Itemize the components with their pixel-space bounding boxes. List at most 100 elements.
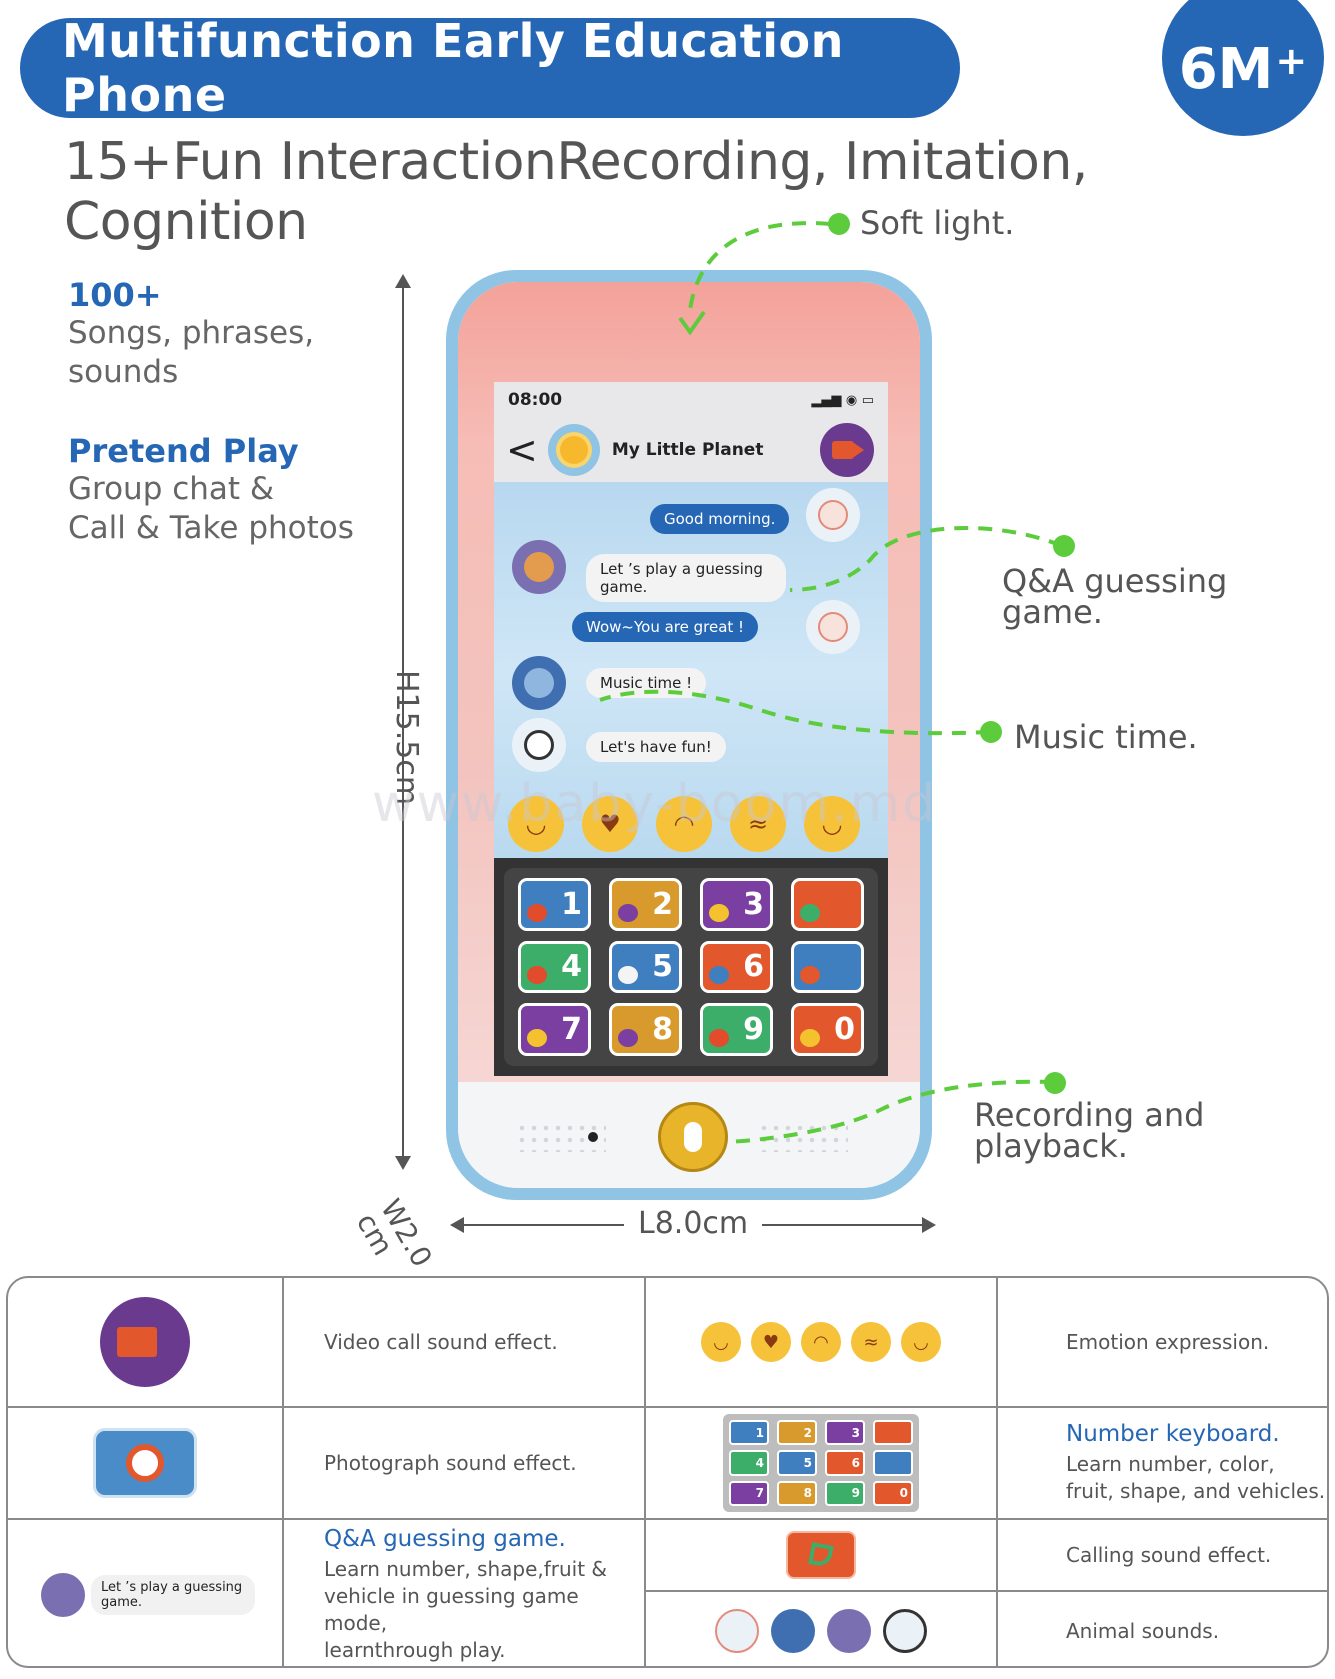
animal-description: Animal sounds. <box>1066 1618 1220 1643</box>
key-picture-icon <box>800 966 820 985</box>
key-picture-icon <box>709 1029 729 1047</box>
sun-icon <box>559 436 588 464</box>
mini-key <box>873 1450 913 1476</box>
tears-of-joy-emoji-icon[interactable]: ≈ <box>730 796 786 852</box>
laughing-emoji-icon[interactable]: ◡ <box>508 796 564 852</box>
mini-key: 0 <box>873 1480 913 1506</box>
feature-pretend-play: Pretend Play Group chat & Call & Take ph… <box>68 432 354 548</box>
wink-emoji-icon: ◠ <box>801 1322 841 1362</box>
subtitle: 15+Fun InteractionRecording, Imitation, … <box>64 132 1088 252</box>
number-keyboard-heading: Number keyboard. <box>1066 1421 1280 1447</box>
table-cell: Animal sounds. <box>998 1592 1327 1666</box>
callout-dot <box>828 213 850 235</box>
qa-line: Learn number, shape,fruit & <box>324 1557 608 1581</box>
key-picture-icon <box>527 1029 547 1047</box>
keypad-key[interactable]: 0 <box>791 1003 864 1056</box>
table-cell: Emotion expression. <box>998 1278 1327 1408</box>
qa-heading: Q&A guessing game. <box>324 1526 566 1552</box>
recording-label-line: Recording and <box>974 1096 1205 1134</box>
wink-emoji-icon[interactable]: ◠ <box>656 796 712 852</box>
mini-key: 6 <box>825 1450 865 1476</box>
video-call-button[interactable] <box>820 423 874 477</box>
message-bubble: Let's have fun! <box>586 732 726 762</box>
music-connector <box>599 689 991 736</box>
header-banner: Multifunction Early Education Phone <box>20 14 960 122</box>
key-label: 6 <box>743 949 764 985</box>
message-bubble: Wow~You are great ! <box>572 612 759 642</box>
qa-bubble: Let ’s play a guessing game. <box>91 1575 255 1615</box>
key-picture-icon <box>800 903 820 922</box>
keypad-key[interactable]: 5 <box>609 940 682 994</box>
dog-avatar <box>512 718 566 772</box>
number-keyboard-line: Learn number, color, <box>1066 1452 1275 1476</box>
age-badge: 6M+ <box>1162 0 1324 136</box>
qa-line: learnthrough play. <box>324 1638 506 1662</box>
cat-avatar <box>41 1573 85 1617</box>
keypad-key[interactable]: 4 <box>518 940 591 994</box>
key-picture-icon <box>800 1029 820 1047</box>
emoji-row: ◡ ♥ ◠ ≈ ◡ <box>508 796 860 852</box>
key-picture-icon <box>709 966 729 985</box>
feature-songs: 100+ Songs, phrases, sounds <box>68 276 314 392</box>
mini-key: 1 <box>729 1420 769 1446</box>
qa-label: Q&A guessing game. <box>1002 565 1227 631</box>
microphone-icon <box>684 1122 702 1152</box>
qa-label-line: game. <box>1002 593 1103 631</box>
mini-key: 8 <box>777 1480 817 1506</box>
keypad-key[interactable]: 7 <box>518 1003 591 1056</box>
feature-heading: 100+ <box>68 276 162 314</box>
key-picture-icon <box>527 966 547 985</box>
bunny-avatar <box>806 488 860 542</box>
key-label: 3 <box>743 886 764 922</box>
keypad-key[interactable] <box>791 940 864 994</box>
soft-light-label: Soft light. <box>860 204 1015 242</box>
mini-key: 5 <box>777 1450 817 1476</box>
key-picture-icon <box>618 1029 638 1047</box>
table-cell <box>646 1520 998 1592</box>
key-label: 7 <box>561 1012 582 1048</box>
table-cell: Number keyboard. Learn number, color, fr… <box>998 1408 1327 1520</box>
keypad-key[interactable]: 9 <box>700 1003 773 1056</box>
callout-dot <box>1053 535 1075 557</box>
chat-title: My Little Planet <box>611 440 764 460</box>
soft-light-arrowhead <box>678 310 706 336</box>
heart-eyes-emoji-icon[interactable]: ♥ <box>582 796 638 852</box>
mini-key: 4 <box>729 1450 769 1476</box>
keypad-key[interactable]: 3 <box>700 878 773 931</box>
page-title: Multifunction Early Education Phone <box>62 14 844 122</box>
callout-dot <box>1044 1072 1066 1094</box>
feature-line: sounds <box>68 354 179 390</box>
table-cell: Q&A guessing game. Learn number, shape,f… <box>284 1520 646 1666</box>
keypad-key[interactable]: 1 <box>518 878 591 931</box>
status-time: 08:00 <box>508 390 563 410</box>
feature-line: Songs, phrases, <box>68 315 315 351</box>
key-label: 9 <box>743 1012 764 1048</box>
elephant-avatar <box>771 1609 815 1653</box>
key-picture-icon <box>709 903 729 922</box>
shy-emoji-icon[interactable]: ◡ <box>804 796 860 852</box>
cat-avatar <box>827 1609 871 1653</box>
mini-key: 9 <box>825 1480 865 1506</box>
message-bubble: Let ’s play a guessing game. <box>586 554 786 602</box>
table-cell: ◡ ♥ ◠ ≈ ◡ <box>646 1278 998 1408</box>
video-camera-icon <box>832 441 854 459</box>
key-picture-icon <box>618 903 638 922</box>
keypad-key[interactable] <box>791 878 864 931</box>
camera-icon <box>93 1428 197 1498</box>
key-label: 4 <box>561 949 582 985</box>
table-cell <box>646 1592 998 1666</box>
qa-connector <box>789 526 1063 592</box>
record-button[interactable] <box>658 1102 728 1172</box>
number-keyboard-line: fruit, shape, and vehicles. <box>1066 1479 1326 1503</box>
keypad-key[interactable]: 8 <box>609 1003 682 1056</box>
keypad-key[interactable]: 2 <box>609 878 682 931</box>
phone-bottom-bar <box>458 1082 920 1188</box>
watermark: www.baby-boom.md <box>372 774 938 834</box>
keypad-key[interactable]: 6 <box>700 940 773 994</box>
back-icon[interactable]: < <box>506 428 538 472</box>
mini-key: 7 <box>729 1480 769 1506</box>
phone-call-icon <box>786 1531 856 1579</box>
